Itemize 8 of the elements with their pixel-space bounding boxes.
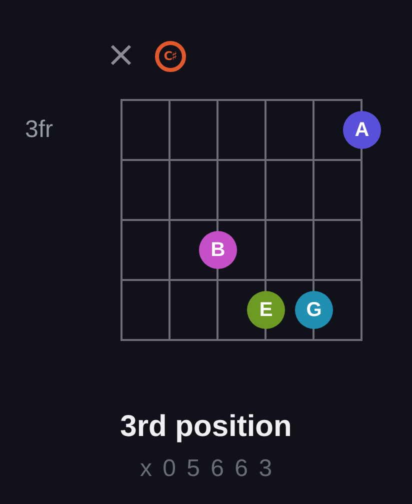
finger-dot: E bbox=[247, 291, 285, 329]
finger-dot: G bbox=[295, 291, 333, 329]
finger-dot: B bbox=[199, 231, 237, 269]
finger-dot: A bbox=[343, 111, 381, 149]
open-string-ring: C♯ bbox=[154, 40, 186, 72]
fret-number: 3fr bbox=[25, 116, 54, 144]
fingering-text: x 0 5 6 6 3 bbox=[140, 455, 274, 483]
chord-title: 3rd position bbox=[120, 410, 292, 444]
